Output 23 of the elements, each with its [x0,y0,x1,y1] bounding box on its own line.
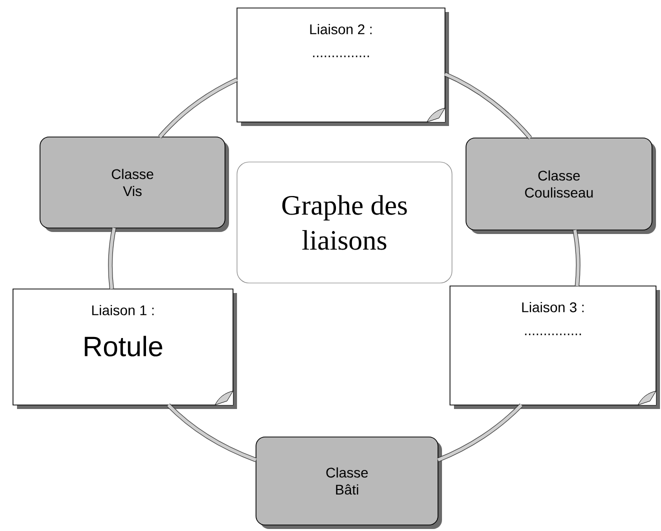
box-title: Classe Coulisseau [525,170,593,198]
ring-connector [444,72,532,140]
ring-connector [166,403,257,462]
box-title: Liaison 2 : [310,24,372,34]
note-box [236,8,449,126]
box-text: Rotule [84,336,162,356]
ring-connector [108,228,116,290]
box-title: Classe Vis [112,168,154,196]
box-title: Graphe des liaisons [282,195,407,250]
box-title: Liaison 3 : [522,302,584,312]
ring-connector [158,78,238,138]
note-box [450,286,660,409]
ring-connector [437,403,523,462]
box-text: ............... [313,56,369,58]
box-title: Liaison 1 : [92,305,154,316]
ring-connector [572,230,580,286]
class-box [40,136,229,232]
box-text: ............... [525,334,581,336]
class-box [466,138,656,234]
class-box [256,436,442,529]
note-box [12,288,237,409]
box-title: Classe Bâti [326,467,368,495]
title-box [236,162,452,284]
